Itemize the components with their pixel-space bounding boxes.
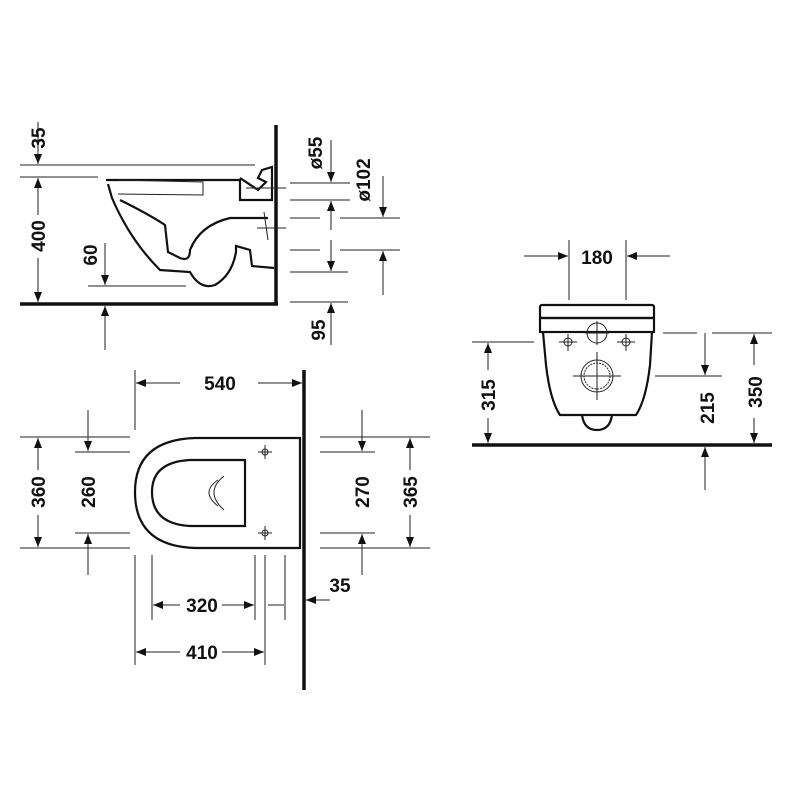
dim-fix-length: 410 (186, 643, 218, 664)
front-dimensions (472, 240, 772, 490)
dim-outlet-height: 95 (309, 319, 330, 341)
dim-wall-gap: 35 (329, 576, 351, 597)
toilet-side-profile (106, 165, 286, 288)
dim-dia-small: ø55 (306, 136, 327, 169)
dim-fix-inner-left: 260 (79, 476, 100, 508)
side-view: 35 400 60 ø55 ø102 95 (20, 122, 400, 350)
dim-fix-outer-right: 365 (401, 476, 422, 508)
top-dimensions (20, 370, 430, 665)
top-view: 540 360 260 270 365 320 35 410 (20, 370, 430, 690)
dim-top-height: 350 (746, 376, 767, 408)
dim-seat-offset: 60 (81, 244, 102, 265)
front-view: 180 315 215 350 (472, 240, 772, 490)
dim-fix-outer-left: 360 (29, 476, 50, 508)
dim-length: 540 (204, 374, 236, 395)
dim-width: 180 (581, 248, 613, 269)
dim-dia-large: ø102 (354, 158, 375, 201)
dim-top-gap: 35 (29, 127, 50, 149)
bowl-outline (133, 436, 302, 550)
dim-fix-height: 315 (479, 379, 500, 411)
dim-height: 400 (29, 220, 50, 252)
side-dimensions (20, 122, 400, 350)
fixing-hole-icons (258, 445, 272, 540)
toilet-front-profile (538, 303, 656, 432)
bowl-inner (150, 458, 247, 528)
dim-outlet-center: 215 (698, 392, 719, 424)
dim-fix-inner-right: 270 (353, 476, 374, 508)
outlet-shape (208, 475, 225, 511)
dim-inner-length: 320 (186, 596, 218, 617)
